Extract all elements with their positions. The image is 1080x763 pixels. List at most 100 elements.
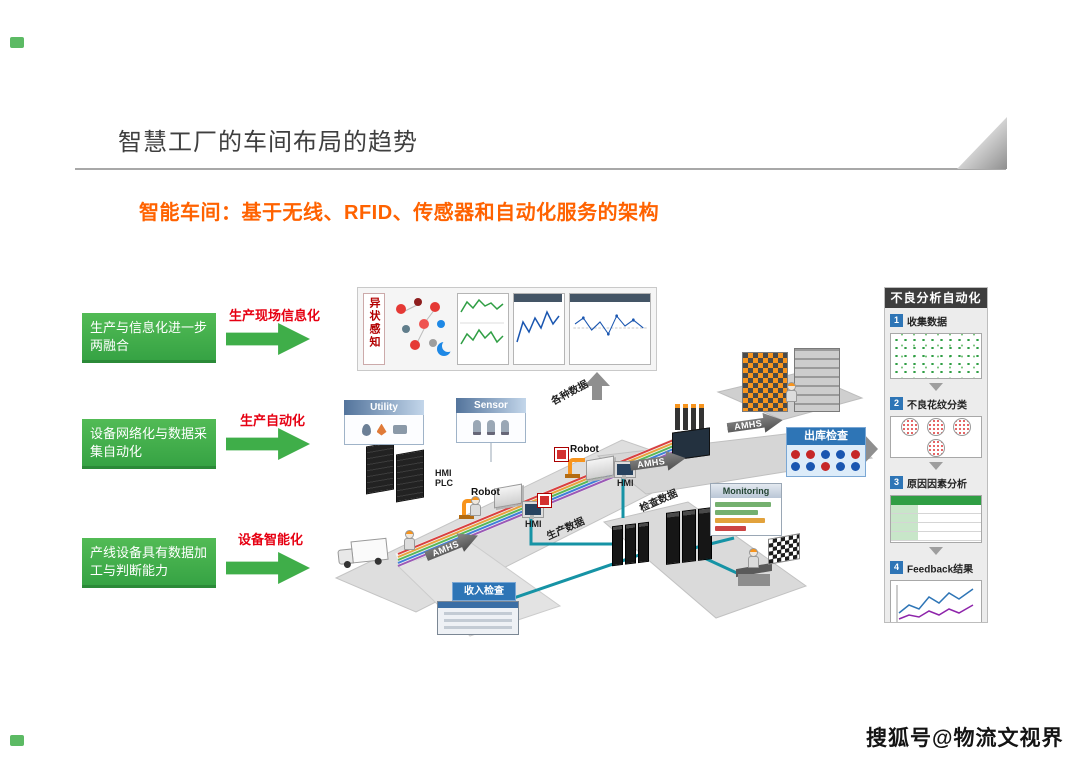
- hmi-label-2: HMI: [617, 478, 634, 488]
- server-slab: [625, 523, 636, 565]
- hmi-plc-label: HMI PLC: [435, 468, 453, 489]
- tool-post-icon: [699, 404, 704, 430]
- hmi-label: HMI: [435, 468, 452, 478]
- factor-table-thumbnail: [890, 495, 982, 543]
- page-title: 智慧工厂的车间布局的趋势: [118, 129, 418, 156]
- status-bar-icon: [715, 526, 746, 531]
- right-arrow-icon-3: [226, 552, 310, 584]
- server-slab: [612, 524, 623, 567]
- wafer-icon: [953, 417, 971, 436]
- trend-arrow-label-1: 生产现场信息化: [229, 308, 321, 323]
- right-arrow-icon-1: [226, 323, 310, 355]
- incoming-check-title: 收入检查: [453, 583, 515, 600]
- trend-box-2: 设备网络化与数据采集自动化: [82, 419, 216, 469]
- right-arrow-icon-2: [226, 428, 310, 460]
- factory-building-2: [794, 348, 840, 412]
- trend-arrow-label-3: 设备智能化: [238, 532, 304, 547]
- monitoring-box: Monitoring: [710, 483, 782, 536]
- iot-bubble-cluster: [396, 298, 453, 356]
- server-rack-2: [666, 507, 712, 565]
- page-curl-icon: [957, 117, 1007, 169]
- utility-box: Utility: [344, 400, 424, 445]
- wafer-icon: [927, 417, 945, 436]
- production-data-label: 生产数据: [545, 516, 587, 543]
- machine-2: [586, 455, 614, 481]
- desk-front: [738, 574, 770, 586]
- factory-building-1: [742, 352, 788, 412]
- table-row: [891, 523, 981, 532]
- incoming-check-box: 收入检查: [452, 582, 516, 601]
- sensor-icon: [487, 420, 495, 435]
- plc-label: PLC: [435, 478, 453, 489]
- step-number-3: 3: [890, 476, 903, 490]
- utility-icons: [344, 415, 424, 445]
- inspection-dot-icon: [820, 450, 830, 459]
- truck: [337, 537, 396, 573]
- inspection-dot-icon: [790, 450, 800, 459]
- robot-arm-icon-2: [565, 458, 585, 478]
- inspection-dot-icon: [790, 462, 800, 471]
- step-number-2: 2: [890, 397, 903, 411]
- deco-mark-bottom-left: [10, 735, 24, 746]
- form-line: [444, 626, 512, 629]
- inspection-dot-icon: [850, 450, 860, 459]
- worker-icon-1: [404, 530, 415, 550]
- mini-chart-green: [457, 293, 509, 365]
- hmi-label-1: HMI: [525, 519, 542, 529]
- mini-chart-blue: [513, 293, 565, 365]
- operator-icon: [748, 548, 759, 568]
- step-number-1: 1: [890, 314, 903, 328]
- scatter-plot-thumbnail: [890, 333, 982, 379]
- title-divider: [75, 168, 1006, 170]
- server-slab: [666, 511, 680, 565]
- analysis-step-1: 1 收集数据: [885, 308, 987, 391]
- page-subtitle: 智能车间：基于无线、RFID、传感器和自动化服务的架构: [139, 202, 660, 224]
- mini-chart-control: [569, 293, 651, 365]
- deco-mark-top-left: [10, 37, 24, 48]
- wafer-map-thumbnail: [890, 416, 982, 458]
- amhs-label: AMHS: [636, 456, 666, 470]
- inspection-data-label: 检查数据: [638, 488, 680, 515]
- server-rack-1: [612, 521, 649, 567]
- form-line: [444, 612, 512, 615]
- trend-box-3: 产线设备具有数据加工与判断能力: [82, 538, 216, 588]
- water-drop-icon: [361, 423, 371, 436]
- sensor-icons: [456, 413, 526, 443]
- amhs-label: AMHS: [430, 538, 461, 559]
- robot-label-2: Robot: [570, 444, 599, 455]
- truck-cargo: [350, 537, 389, 564]
- sensor-box: Sensor: [456, 398, 526, 443]
- rfid-tag-1: [538, 494, 551, 507]
- monitoring-screen: [711, 498, 781, 535]
- truck-wheel-icon: [374, 557, 383, 566]
- faucet-icon: [392, 425, 407, 434]
- table-row: [891, 532, 981, 541]
- various-data-label: 各种数据: [549, 379, 591, 408]
- window-title-bar: [438, 602, 518, 608]
- plc-cabinet-2: [396, 449, 424, 503]
- inspection-dot-icon: [850, 462, 860, 471]
- outbound-check-box: 出库检查: [786, 427, 866, 477]
- step-label-1: 收集数据: [907, 317, 947, 329]
- checker-board: [768, 533, 800, 565]
- tool-post-icon: [675, 404, 680, 430]
- step-label-4: Feedback结果: [907, 564, 974, 576]
- wafer-icon: [901, 417, 919, 436]
- status-monitor-panel: 异状感知: [357, 287, 657, 371]
- inspection-dot-icon: [805, 462, 815, 471]
- server-slab: [638, 521, 649, 564]
- watermark: 搜狐号@物流文视界: [866, 727, 1064, 750]
- utility-title: Utility: [344, 400, 424, 415]
- amhs-arrow-3: AMHS: [726, 410, 784, 438]
- trend-arrow-label-2: 生产自动化: [240, 413, 306, 428]
- step-label-2: 不良花纹分类: [907, 400, 967, 412]
- incoming-check-window: [437, 601, 519, 635]
- worker-icon-2: [470, 496, 481, 516]
- process-tool: [672, 404, 710, 461]
- amhs-arrow-1: AMHS: [422, 526, 481, 566]
- status-bar-icon: [715, 502, 771, 507]
- defect-analysis-title: 不良分析自动化: [885, 288, 987, 308]
